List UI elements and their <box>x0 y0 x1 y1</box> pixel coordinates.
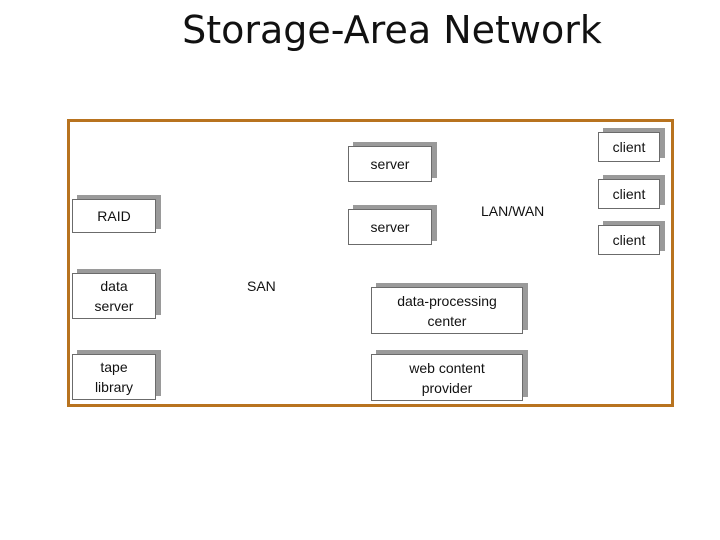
raid-box: RAID <box>72 199 156 233</box>
san-label: SAN <box>247 278 276 294</box>
server-top-box: server <box>348 146 432 182</box>
client-box-1: client <box>598 132 660 162</box>
server-bottom-box: server <box>348 209 432 245</box>
data-server-box: data server <box>72 273 156 319</box>
client-box-2: client <box>598 179 660 209</box>
data-processing-center-box: data-processing center <box>371 287 523 334</box>
slide-title: Storage-Area Network <box>182 8 602 52</box>
lan-wan-label: LAN/WAN <box>481 203 545 219</box>
tape-library-box: tape library <box>72 354 156 400</box>
web-content-provider-box: web content provider <box>371 354 523 401</box>
client-box-3: client <box>598 225 660 255</box>
